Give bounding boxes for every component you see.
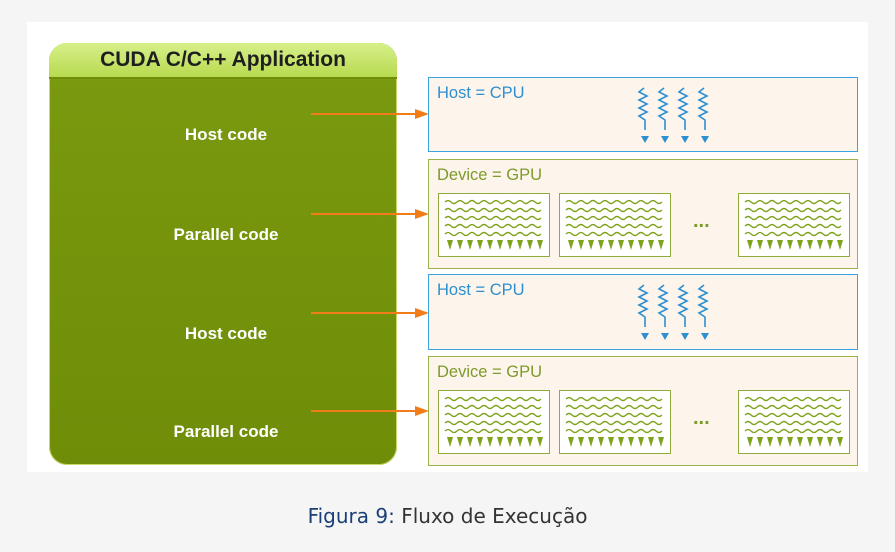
- device-gpu-title: Device = GPU: [437, 363, 542, 381]
- caption-text: Fluxo de Execução: [401, 504, 588, 528]
- gpu-thread-block: [738, 193, 850, 257]
- gpu-thread-block: [559, 193, 671, 257]
- device-gpu-title: Device = GPU: [437, 166, 542, 184]
- more-blocks-ellipsis: ...: [693, 210, 710, 232]
- device-gpu-box-1: Device = GPU ...: [428, 159, 858, 269]
- arrow-icon: [311, 109, 429, 119]
- arrow-icon: [311, 209, 429, 219]
- caption-label: Figura 9:: [307, 504, 395, 528]
- application-title: CUDA C/C++ Application: [49, 43, 397, 79]
- host-cpu-title: Host = CPU: [437, 84, 525, 102]
- gpu-thread-block: [559, 390, 671, 454]
- host-cpu-box-1: Host = CPU: [428, 77, 858, 152]
- gpu-thread-block: [438, 193, 550, 257]
- parallel-code-label-2: Parallel code: [173, 422, 279, 441]
- cuda-application-panel: CUDA C/C++ Application Host code Paralle…: [49, 43, 397, 465]
- host-cpu-title: Host = CPU: [437, 281, 525, 299]
- more-blocks-ellipsis: ...: [693, 407, 710, 429]
- execution-flow-figure: CUDA C/C++ Application Host code Paralle…: [27, 22, 868, 472]
- host-code-label-2: Host code: [184, 324, 268, 343]
- parallel-code-label-1: Parallel code: [173, 225, 279, 244]
- host-code-label-1: Host code: [184, 125, 268, 144]
- cpu-threads-icon: [637, 284, 709, 340]
- arrow-icon: [311, 406, 429, 416]
- figure-caption: Figura 9: Fluxo de Execução: [0, 504, 895, 528]
- arrow-icon: [311, 308, 429, 318]
- gpu-thread-block: [738, 390, 850, 454]
- device-gpu-box-2: Device = GPU ...: [428, 356, 858, 466]
- cpu-threads-icon: [637, 87, 709, 143]
- host-cpu-box-2: Host = CPU: [428, 274, 858, 350]
- gpu-thread-block: [438, 390, 550, 454]
